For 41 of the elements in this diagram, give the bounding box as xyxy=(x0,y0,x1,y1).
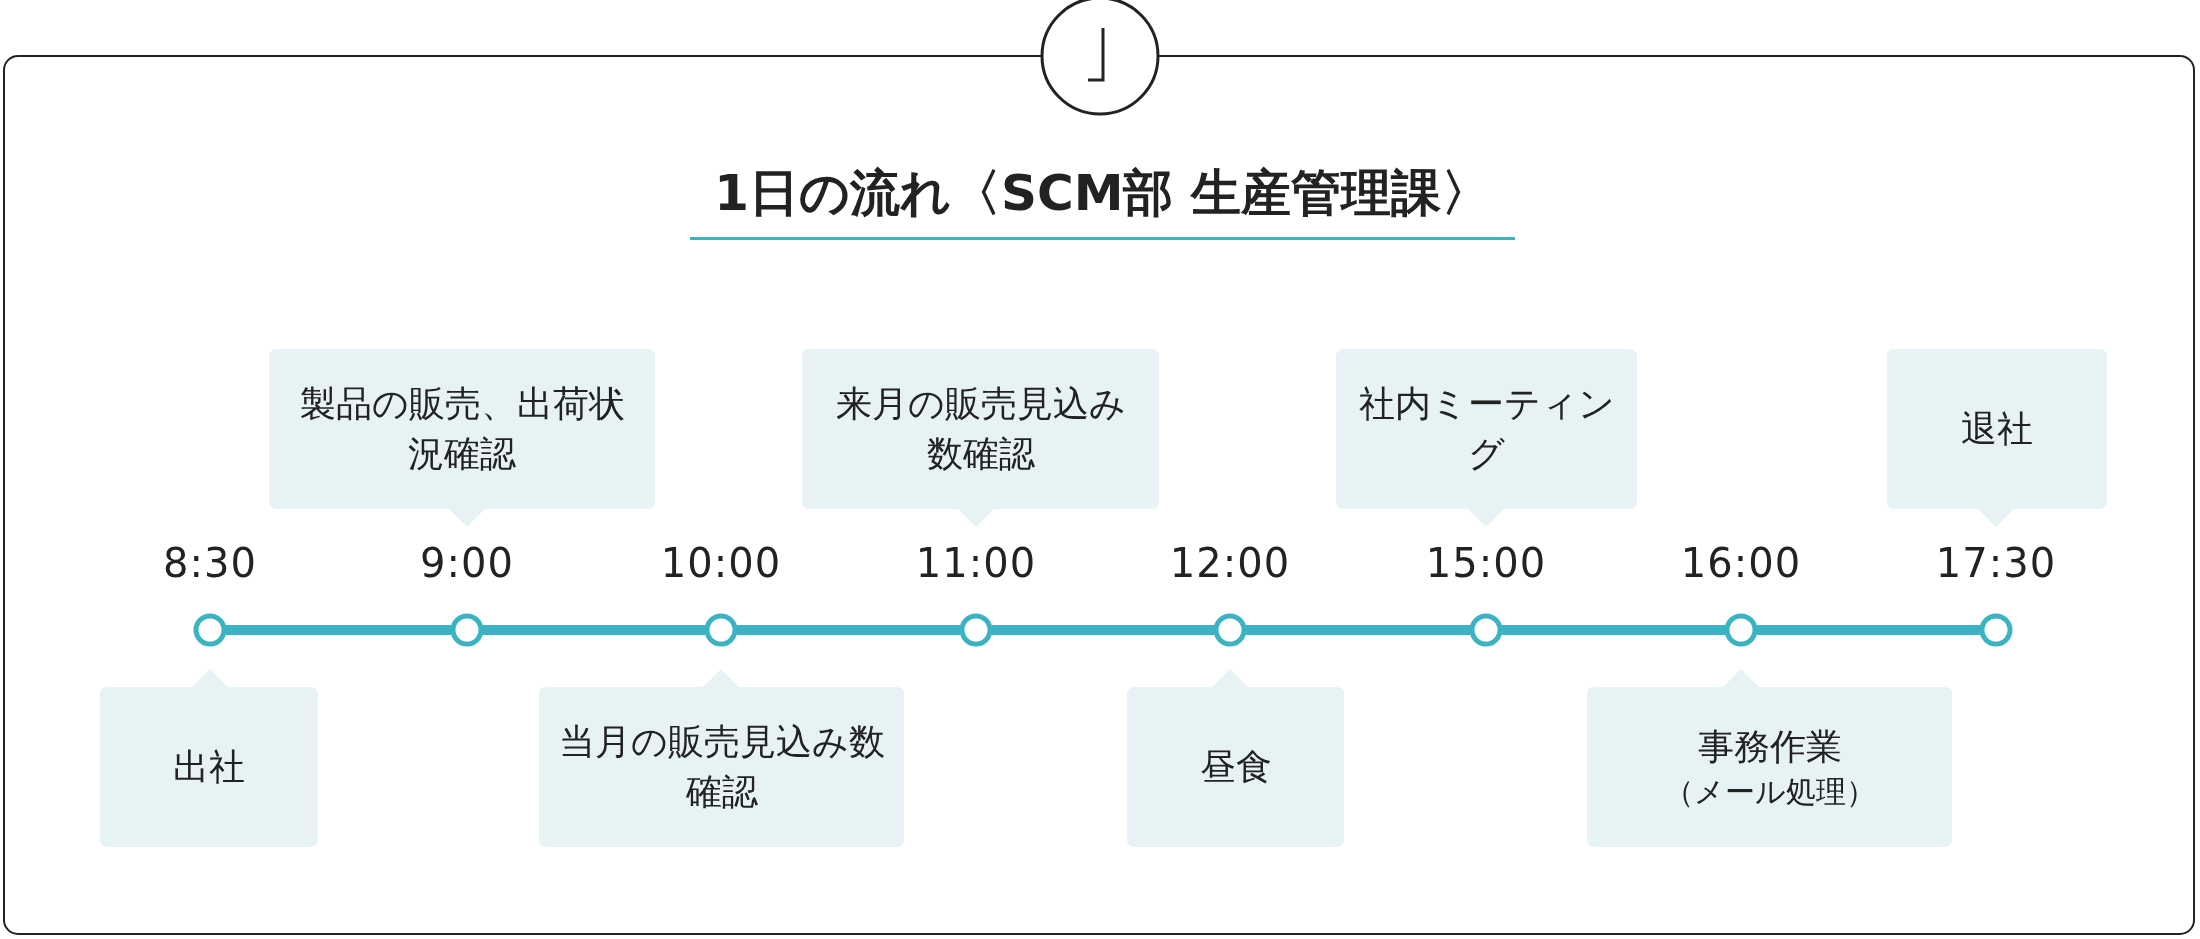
callout-text: 事務作業 xyxy=(1697,725,1842,769)
callout-text: 社内ミーティング xyxy=(1357,382,1616,476)
timeline-dot xyxy=(449,612,485,648)
callout-box xyxy=(1887,349,2107,527)
callout-note: （メール処理） xyxy=(1663,773,1876,811)
callout-text: 出社 xyxy=(173,745,245,789)
time-label: 9:00 xyxy=(419,540,515,586)
callout-text: 来月の販売見込み数確認 xyxy=(834,382,1127,476)
timeline-line xyxy=(226,625,451,635)
time-label: 10:00 xyxy=(659,540,783,586)
timeline-line xyxy=(483,625,705,635)
time-label: 12:00 xyxy=(1168,540,1292,586)
time-label: 16:00 xyxy=(1679,540,1803,586)
timeline-dot xyxy=(958,612,994,648)
time-label: 17:30 xyxy=(1934,540,2058,586)
callout-box xyxy=(269,349,655,527)
callout-box xyxy=(1587,669,1952,847)
timeline-line xyxy=(1757,625,1980,635)
timeline-dot xyxy=(1723,612,1759,648)
time-label: 8:30 xyxy=(162,540,258,586)
callout-box xyxy=(1336,349,1637,527)
timeline-line xyxy=(1502,625,1725,635)
callout-text: 退社 xyxy=(1961,407,2033,451)
timeline-dot xyxy=(1468,612,1504,648)
time-label: 11:00 xyxy=(914,540,1038,586)
timeline-dot xyxy=(1212,612,1248,648)
callout-box xyxy=(1127,669,1344,847)
callout-box xyxy=(802,349,1159,527)
title: 1日の流れ〈SCM部 生産管理課〉 xyxy=(690,160,1515,240)
timeline-dot xyxy=(703,612,739,648)
callout-text: 昼食 xyxy=(1199,745,1272,789)
callout-box xyxy=(100,669,318,847)
timeline-line xyxy=(1246,625,1470,635)
timeline-line xyxy=(992,625,1214,635)
timeline-dot xyxy=(1978,612,2014,648)
callout-box xyxy=(539,669,904,847)
callout-text: 製品の販売、出荷状況確認 xyxy=(298,382,626,476)
timeline-dot xyxy=(192,612,228,648)
timeline-line xyxy=(737,625,960,635)
time-label: 15:00 xyxy=(1424,540,1548,586)
callout-text: 当月の販売見込み数確認 xyxy=(557,720,886,814)
